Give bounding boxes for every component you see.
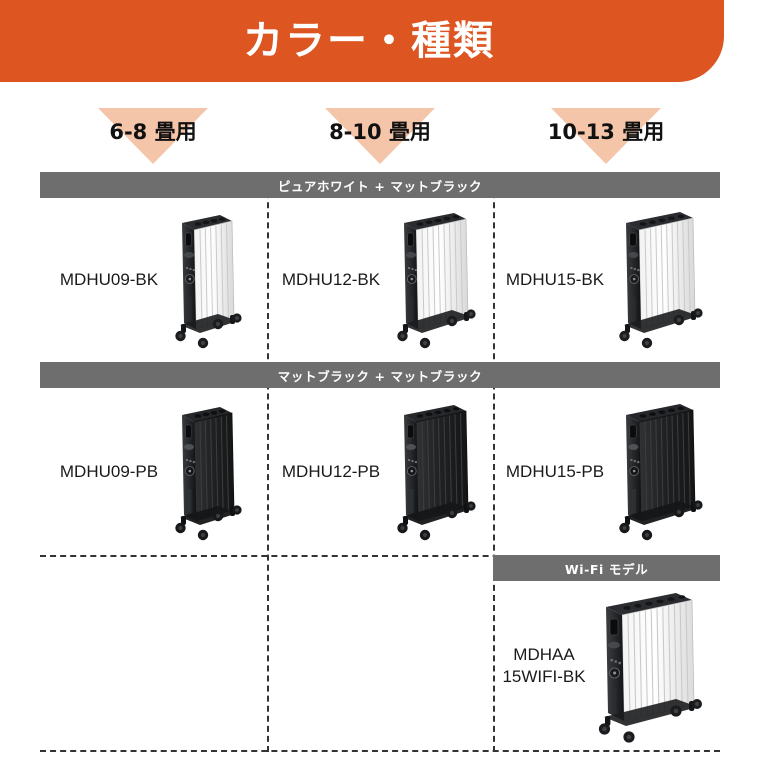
product-cell[interactable]: MDHU09-PB xyxy=(40,388,266,555)
heater-product-image-black-medium xyxy=(397,404,476,540)
product-cell[interactable]: MDHAA 15WIFI-BK xyxy=(493,581,719,750)
heater-product-image-wifi-xlarge xyxy=(598,592,702,743)
product-grid: ピュアホワイト + マットブラック MDHU09-BK xyxy=(40,172,720,752)
column-divider xyxy=(267,172,269,752)
product-model-label: MDHU09-PB xyxy=(59,461,159,481)
page-banner: カラー・種類 xyxy=(0,0,724,82)
product-model-label: MDHU12-PB xyxy=(281,461,381,481)
product-model-label: MDHU15-BK xyxy=(505,270,605,290)
column-divider xyxy=(493,172,495,752)
column-header-label: 8-10 畳用 xyxy=(329,120,431,144)
band-header-pure-white: ピュアホワイト + マットブラック xyxy=(40,172,720,198)
triangle-marker-icon xyxy=(551,108,661,164)
heater-product-image-white-small xyxy=(175,215,242,349)
row-divider xyxy=(40,750,720,752)
product-cell[interactable]: MDHU15-BK xyxy=(493,198,719,362)
product-cell[interactable]: MDHU09-BK xyxy=(40,198,266,362)
product-model-label: MDHAA 15WIFI-BK xyxy=(502,645,586,686)
heater-product-image-black-large xyxy=(619,403,703,540)
column-headers: 6-8 畳用 8-10 畳用 10-13 畳用 xyxy=(40,100,720,166)
heater-product-image-white-medium xyxy=(397,213,476,349)
product-model-label: MDHU12-BK xyxy=(281,270,381,290)
row-divider xyxy=(40,555,720,557)
band-header-wifi: Wi-Fi モデル xyxy=(493,555,720,581)
product-cell[interactable]: MDHU12-BK xyxy=(267,198,493,362)
triangle-marker-icon xyxy=(325,108,435,164)
column-header-10-13: 10-13 畳用 xyxy=(493,100,719,166)
product-cell[interactable]: MDHU12-PB xyxy=(267,388,493,555)
column-header-6-8: 6-8 畳用 xyxy=(40,100,266,166)
heater-product-image-black-small xyxy=(175,406,242,540)
column-header-label: 6-8 畳用 xyxy=(109,120,197,144)
band-label: マットブラック + マットブラック xyxy=(277,368,483,384)
band-header-matt-black: マットブラック + マットブラック xyxy=(40,362,720,388)
column-header-8-10: 8-10 畳用 xyxy=(267,100,493,166)
product-model-label: MDHU15-PB xyxy=(505,461,605,481)
column-header-label: 10-13 畳用 xyxy=(547,120,665,144)
band-label: ピュアホワイト + マットブラック xyxy=(277,178,483,194)
product-model-label: MDHU09-BK xyxy=(59,270,159,290)
triangle-marker-icon xyxy=(98,108,208,164)
band-label: Wi-Fi モデル xyxy=(564,561,649,577)
page-title: カラー・種類 xyxy=(243,18,495,64)
product-cell[interactable]: MDHU15-PB xyxy=(493,388,719,555)
heater-product-image-white-large xyxy=(619,212,703,349)
